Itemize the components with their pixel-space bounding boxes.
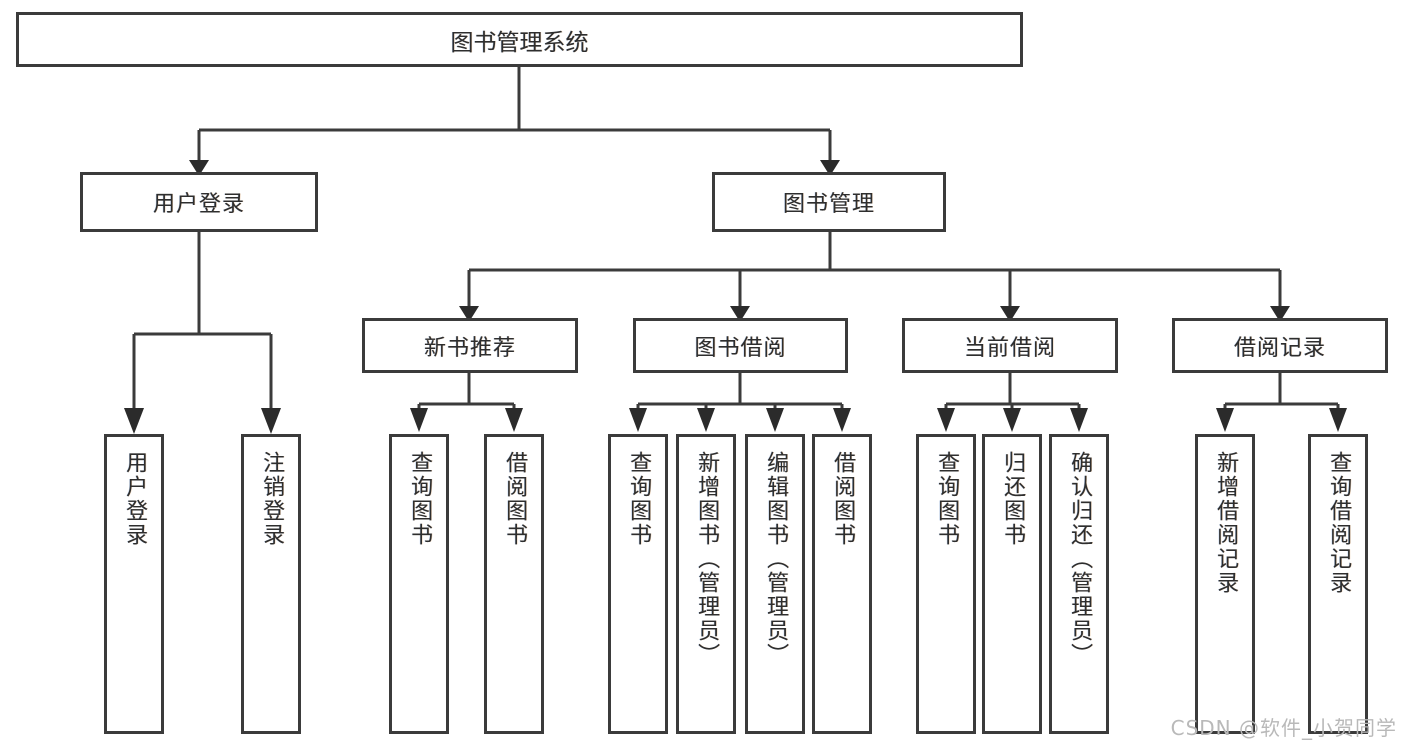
leaf-user-logout[interactable]: 注销登录: [241, 434, 301, 734]
arrow-newbook-leaf2: [505, 408, 523, 432]
arrow-userlogin-leaf2: [261, 408, 281, 434]
node-user-login[interactable]: 用户登录: [80, 172, 318, 232]
node-book-borrow[interactable]: 图书借阅: [633, 318, 848, 373]
leaf-newbook-borrow-book[interactable]: 借阅图书: [484, 434, 544, 734]
leaf-current-confirm-return-admin[interactable]: 确认归还（管理员）: [1049, 434, 1109, 734]
node-borrow-record[interactable]: 借阅记录: [1172, 318, 1388, 373]
node-current-borrow[interactable]: 当前借阅: [902, 318, 1118, 373]
leaf-borrow-edit-book-admin[interactable]: 编辑图书（管理员）: [745, 434, 805, 734]
arrow-current-leaf2: [1003, 408, 1021, 432]
arrow-record-leaf2: [1329, 408, 1347, 432]
csdn-watermark: CSDN @软件_小贺同学: [1170, 716, 1397, 740]
arrow-record-leaf1: [1216, 408, 1234, 432]
node-root[interactable]: 图书管理系统: [16, 12, 1023, 67]
leaf-borrow-borrow-book[interactable]: 借阅图书: [812, 434, 872, 734]
leaf-current-query-book[interactable]: 查询图书: [916, 434, 976, 734]
arrow-newbook-leaf1: [410, 408, 428, 432]
leaf-record-add-record[interactable]: 新增借阅记录: [1195, 434, 1255, 734]
arrow-borrow-leaf1: [629, 408, 647, 432]
node-new-book-recommend[interactable]: 新书推荐: [362, 318, 578, 373]
leaf-current-return-book[interactable]: 归还图书: [982, 434, 1042, 734]
arrow-borrow-leaf4: [833, 408, 851, 432]
arrow-current-leaf3: [1070, 408, 1088, 432]
leaf-borrow-add-book-admin[interactable]: 新增图书（管理员）: [676, 434, 736, 734]
arrow-current-leaf1: [937, 408, 955, 432]
leaf-user-login[interactable]: 用户登录: [104, 434, 164, 734]
arrow-userlogin-leaf1: [124, 408, 144, 434]
leaf-record-query-record[interactable]: 查询借阅记录: [1308, 434, 1368, 734]
node-book-manage[interactable]: 图书管理: [712, 172, 946, 232]
leaf-borrow-query-book[interactable]: 查询图书: [608, 434, 668, 734]
leaf-newbook-query-book[interactable]: 查询图书: [389, 434, 449, 734]
arrow-borrow-leaf3: [766, 408, 784, 432]
arrow-borrow-leaf2: [697, 408, 715, 432]
